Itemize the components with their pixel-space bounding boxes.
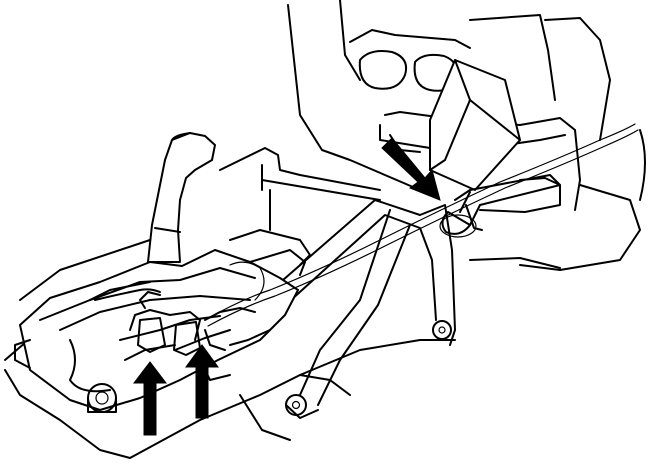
callout-arrow-upper (381, 137, 441, 201)
shift-rod-block (429, 59, 521, 191)
cable-bracket (439, 174, 561, 238)
cable-end-fittings (129, 291, 256, 356)
callout-arrow-lower-right (185, 344, 219, 419)
linkage-arm (259, 199, 456, 419)
callout-arrow-lower-left (132, 361, 168, 436)
shift-cable (204, 123, 639, 327)
selector-housing (14, 249, 299, 413)
shift-lever (147, 132, 216, 269)
